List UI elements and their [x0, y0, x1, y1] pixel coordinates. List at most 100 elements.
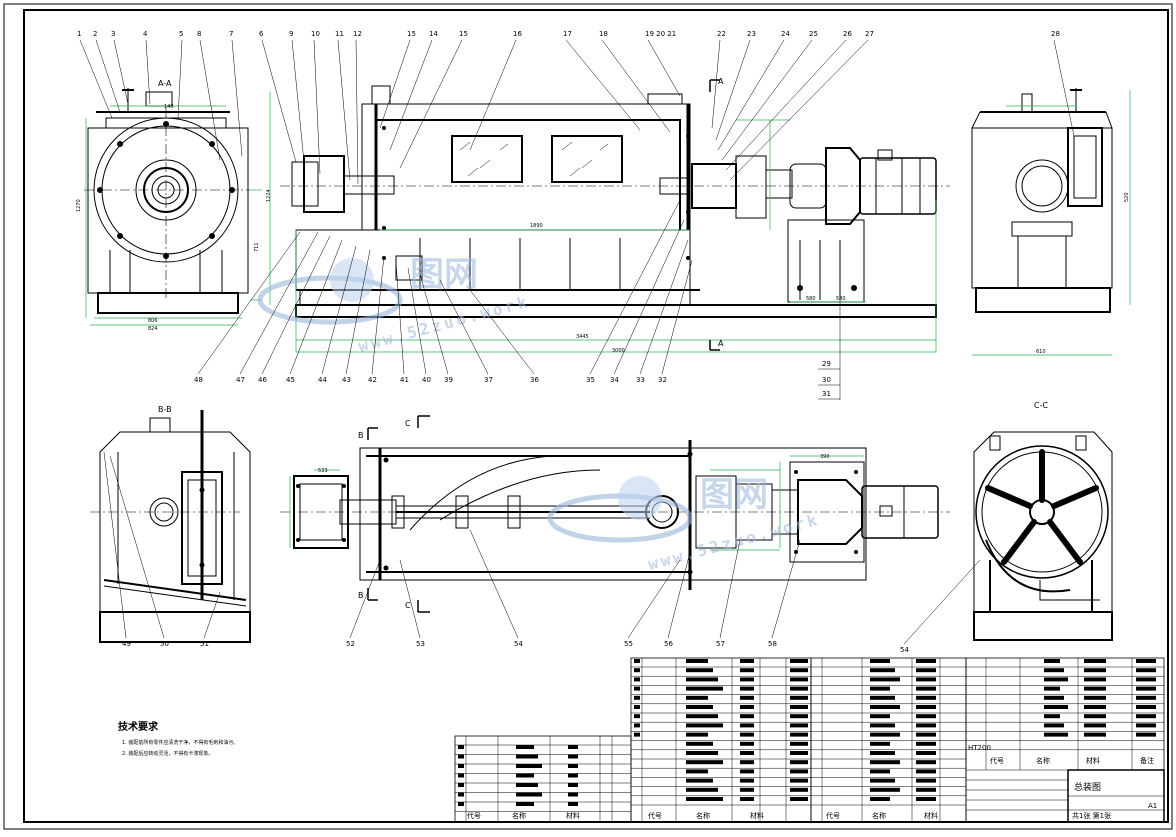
bom-entry [686, 668, 713, 673]
bom-entry [740, 659, 754, 663]
leader-top-5 [177, 39, 183, 119]
bom-entry [516, 745, 534, 749]
balloon-row2-11: 54 [900, 646, 909, 654]
header-material-mid2: 材料 [924, 811, 938, 820]
bom-entry [1084, 714, 1106, 719]
balloon-row1-7: 42 [368, 376, 377, 384]
section-label-c-c: C-C [1034, 401, 1048, 410]
bom-entry [790, 677, 808, 682]
bom-entry [1044, 677, 1068, 682]
bom-entry [916, 760, 936, 765]
bom-entry [870, 778, 895, 783]
leader-row2-8 [667, 551, 691, 639]
inner-border [23, 9, 1169, 823]
bom-entry [740, 778, 754, 783]
leader-top-1 [79, 39, 113, 119]
bom-entry [634, 732, 640, 737]
bom-entry [790, 797, 808, 801]
balloon-top-18: 18 [599, 30, 608, 38]
bom-entry [740, 769, 754, 774]
bom-entry [790, 778, 808, 783]
balloon-row2-6: 54 [514, 640, 523, 648]
leader-row1-15 [639, 239, 689, 375]
cut-mark-b-bottom: B [358, 591, 364, 600]
bom-entry [1136, 677, 1156, 682]
bom-entry [916, 732, 936, 737]
leader-row1-1 [197, 231, 301, 375]
leader-top-22 [717, 39, 785, 151]
bom-entry [568, 764, 578, 768]
bom-entry [870, 751, 895, 755]
bom-entry [916, 787, 936, 792]
balloon-row2-9: 57 [716, 640, 725, 648]
leader-row1-10 [419, 273, 449, 375]
bom-entry [1136, 732, 1156, 737]
bom-entry [740, 787, 754, 792]
leader-row2-5 [399, 559, 421, 639]
section-label-b-b: B-B [158, 405, 172, 414]
section-label-a-a: A-A [158, 79, 172, 88]
technical-requirements: 技术要求 1. 装配前所有零件应清洗干净，不得有毛刺和油污。 2. 装配后应转动… [118, 718, 338, 757]
leader-row1-5 [321, 245, 357, 375]
bom-entry [740, 677, 754, 682]
leader-row1-11 [439, 279, 489, 375]
dim-610: 610 [1036, 349, 1046, 355]
parts-list-table [454, 657, 1165, 823]
bom-entry [634, 659, 640, 663]
bom-entry [1084, 695, 1106, 700]
balloon-top-8: 6 [259, 30, 264, 38]
balloon-top-2: 2 [93, 30, 97, 38]
parts-list-entries [458, 659, 1156, 806]
view-top [280, 440, 950, 590]
header-material-left: 材料 [566, 811, 580, 820]
balloon-row1-12: 36 [530, 376, 539, 384]
bom-entry [1084, 732, 1106, 737]
view-front [280, 85, 950, 353]
bom-entry [1084, 668, 1106, 673]
leader-row2-4 [349, 559, 381, 639]
balloon-right-2: 30 [822, 376, 831, 384]
cut-mark-a-bottom: A [718, 339, 724, 348]
bom-entry [1136, 686, 1156, 691]
bom-entry [870, 686, 890, 691]
dim-390: 390 [820, 454, 830, 460]
balloon-top-6: 8 [197, 30, 201, 38]
leader-row2-7 [627, 559, 681, 639]
bom-entry [870, 659, 890, 663]
bom-entry [790, 705, 808, 709]
bom-entry [686, 797, 723, 801]
bom-entry [516, 792, 542, 797]
bom-entry [1084, 686, 1106, 691]
bom-entry [740, 695, 754, 700]
leader-top-13 [379, 39, 411, 129]
dim-1224: 1224 [266, 189, 272, 202]
dim-1270: 1270 [76, 199, 82, 212]
bom-entry [790, 668, 808, 673]
technical-requirement-2: 2. 装配后应转动灵活，不得有卡滞现象。 [122, 751, 214, 757]
balloon-row1-9: 40 [422, 376, 431, 384]
bom-entry [870, 732, 900, 737]
balloon-row1-2: 47 [236, 376, 245, 384]
bom-entry [916, 668, 936, 673]
bom-entry [458, 783, 464, 787]
view-b-b [90, 410, 251, 643]
balloon-row2-4: 52 [346, 640, 355, 648]
leader-top-19 [647, 39, 681, 97]
balloon-top-15: 15 [459, 30, 468, 38]
bom-entry [686, 659, 708, 663]
bom-entry [516, 802, 534, 806]
balloon-row1-15: 33 [636, 376, 645, 384]
bom-entry [870, 695, 895, 700]
bom-entry [686, 714, 718, 719]
bom-entry [790, 659, 808, 663]
bom-entry [916, 705, 936, 709]
bom-entry [516, 783, 538, 787]
cut-mark-c-top: C [405, 419, 411, 428]
leader-row1-12 [469, 289, 535, 375]
dim-580-a: 580 [806, 296, 816, 302]
